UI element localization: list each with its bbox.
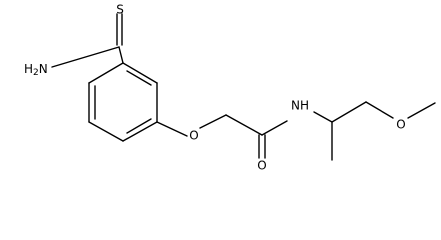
ring-double-inner-2: [126, 118, 152, 134]
benzene-ring: [88, 62, 158, 142]
ring-bond-3: [122, 121, 158, 142]
bond-o-ch2: [199, 114, 227, 129]
ring-bond-6: [88, 62, 124, 84]
bond-ch2-co: [225, 114, 263, 136]
atom-label-ether-oxygen: O: [189, 129, 198, 143]
atom-label-amide-nitrogen: NH: [291, 99, 309, 113]
ring-bond-1: [122, 62, 158, 84]
bond-ch2-o: [365, 101, 394, 119]
ring-double-inner-1: [126, 70, 152, 86]
bond-c-nh2: [51, 46, 120, 68]
side-chain: [156, 101, 436, 161]
thioamide-group: [51, 13, 124, 68]
atom-label-thioamide-nitrogen: H2N: [24, 62, 48, 78]
atom-label-carbonyl-oxygen: O: [257, 159, 266, 173]
bond-ch-ch2: [331, 101, 367, 123]
chemical-structure-diagram: S H2N 2 O O NH O: [24, 3, 436, 173]
bond-o-ch3: [407, 102, 436, 119]
bond-nh-ch: [313, 111, 333, 123]
atom-labels: S H2N 2 O O NH O: [24, 3, 406, 173]
bond-c-ring: [118, 46, 124, 64]
bond-ring-o: [156, 121, 188, 137]
atom-label-methoxy-oxygen: O: [396, 118, 405, 132]
bond-co-nh: [261, 120, 288, 136]
ring-bond-4: [88, 121, 124, 142]
atom-label-sulfur: S: [116, 3, 124, 17]
